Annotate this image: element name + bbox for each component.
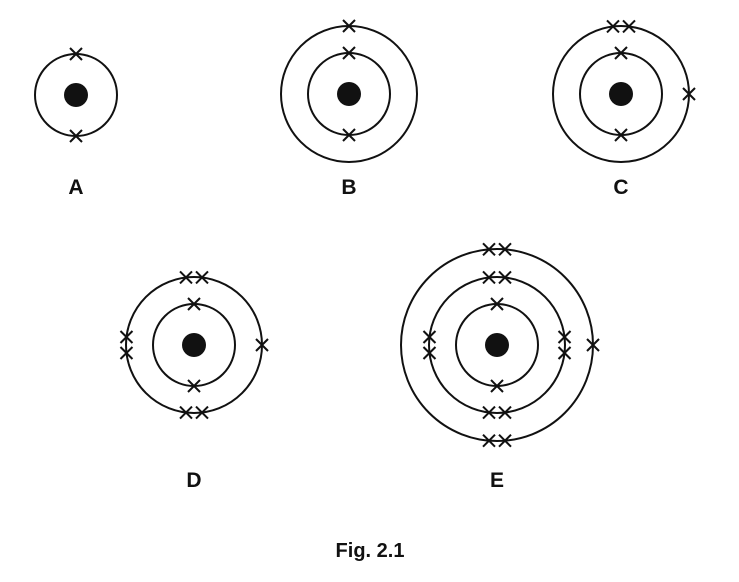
electron-cross: [682, 87, 696, 101]
shell-2: [119, 270, 269, 420]
atom-label: C: [613, 176, 628, 199]
nucleus: [182, 333, 206, 357]
atom-e: E: [400, 242, 600, 492]
nucleus: [485, 333, 509, 357]
atom-label: D: [186, 469, 201, 492]
electron-cross: [342, 46, 356, 60]
electron-cross: [69, 47, 83, 61]
electron-cross: [490, 297, 504, 311]
electron-cross: [614, 46, 628, 60]
shell-3: [400, 242, 600, 448]
shell-1: [34, 47, 118, 143]
electron-cross: [119, 330, 134, 344]
electron-cross: [119, 346, 134, 360]
shell-1: [152, 297, 236, 393]
electron-cross: [557, 330, 572, 344]
electron-cross: [187, 379, 201, 393]
electron-cross: [195, 405, 209, 420]
shell-2: [552, 19, 696, 163]
electron-cross: [586, 338, 600, 352]
electron-cross: [622, 19, 636, 34]
electron-cross: [482, 405, 496, 420]
shell-2: [422, 270, 572, 420]
electron-cross: [482, 433, 496, 448]
electron-cross: [498, 433, 512, 448]
electron-cross: [498, 242, 512, 257]
electron-cross: [342, 19, 356, 33]
electron-cross: [195, 270, 209, 285]
atom-c: C: [552, 19, 696, 199]
electron-cross: [482, 242, 496, 257]
atom-b: B: [280, 19, 418, 199]
shell-1: [579, 46, 663, 142]
electron-cross: [179, 405, 193, 420]
atom-label: E: [490, 469, 504, 492]
shell-2: [280, 19, 418, 163]
shell-1: [455, 297, 539, 393]
electron-cross: [606, 19, 620, 34]
electron-cross: [490, 379, 504, 393]
electron-cross: [498, 405, 512, 420]
electron-cross: [498, 270, 512, 285]
atoms-layer: A B C D E: [34, 19, 696, 492]
nucleus: [64, 83, 88, 107]
electron-cross: [422, 346, 437, 360]
electron-cross: [342, 128, 356, 142]
shell-ring: [428, 276, 566, 414]
atom-label: B: [341, 176, 356, 199]
atom-a: A: [34, 47, 118, 199]
electron-cross: [187, 297, 201, 311]
atom-d: D: [119, 270, 269, 492]
electron-cross: [614, 128, 628, 142]
electron-cross: [255, 338, 269, 352]
electron-cross: [69, 129, 83, 143]
electron-cross: [482, 270, 496, 285]
nucleus: [609, 82, 633, 106]
figure-caption: Fig. 2.1: [336, 540, 405, 562]
atom-label: A: [68, 176, 83, 199]
shell-1: [307, 46, 391, 142]
electron-cross: [422, 330, 437, 344]
electron-cross: [557, 346, 572, 360]
nucleus: [337, 82, 361, 106]
electron-cross: [179, 270, 193, 285]
